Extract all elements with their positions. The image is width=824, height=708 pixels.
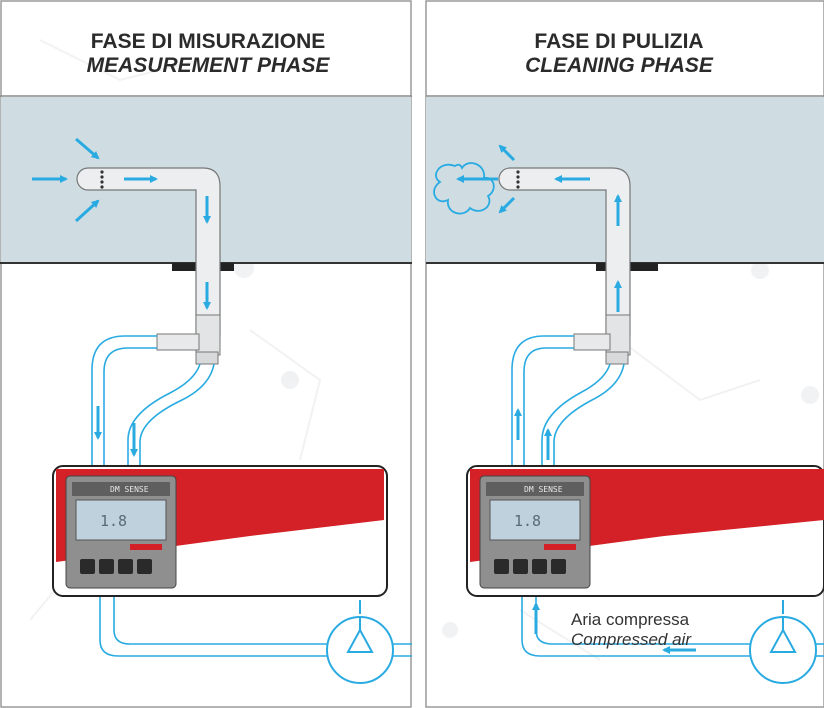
left-brand-label: DM SENSE: [110, 485, 149, 494]
left-title-italian: FASE DI MISURAZIONE: [90, 30, 326, 53]
right-panel-title: FASE DI PULIZIA CLEANING PHASE: [414, 30, 824, 77]
right-controller: DM SENSE 1.8: [466, 465, 824, 597]
right-brand-label: DM SENSE: [524, 485, 563, 494]
right-panel-border: [425, 0, 824, 708]
left-pump-icon: [326, 616, 394, 684]
right-title-english: CLEANING PHASE: [525, 53, 713, 77]
left-panel-title: FASE DI MISURAZIONE MEASUREMENT PHASE: [3, 30, 413, 77]
compressed-air-english: Compressed air: [571, 629, 691, 649]
compressed-air-label: Aria compressa Compressed air: [571, 610, 691, 649]
right-display-reading: 1.8: [514, 512, 541, 530]
left-probe: [76, 167, 234, 365]
left-title-english: MEASUREMENT PHASE: [86, 53, 330, 77]
left-flow-arrows: [32, 137, 211, 310]
left-controller: DM SENSE 1.8: [52, 465, 388, 597]
left-panel-border: [0, 0, 412, 708]
compressed-air-italian: Aria compressa: [571, 610, 690, 629]
left-display-reading: 1.8: [100, 512, 127, 530]
left-tubes: [91, 335, 412, 657]
right-tubes: [511, 335, 824, 657]
right-pump-icon: [749, 616, 817, 684]
right-probe: [498, 167, 658, 365]
right-flow-arrows: [456, 144, 622, 312]
cloud-icon: [433, 162, 495, 215]
right-title-italian: FASE DI PULIZIA: [534, 30, 704, 53]
